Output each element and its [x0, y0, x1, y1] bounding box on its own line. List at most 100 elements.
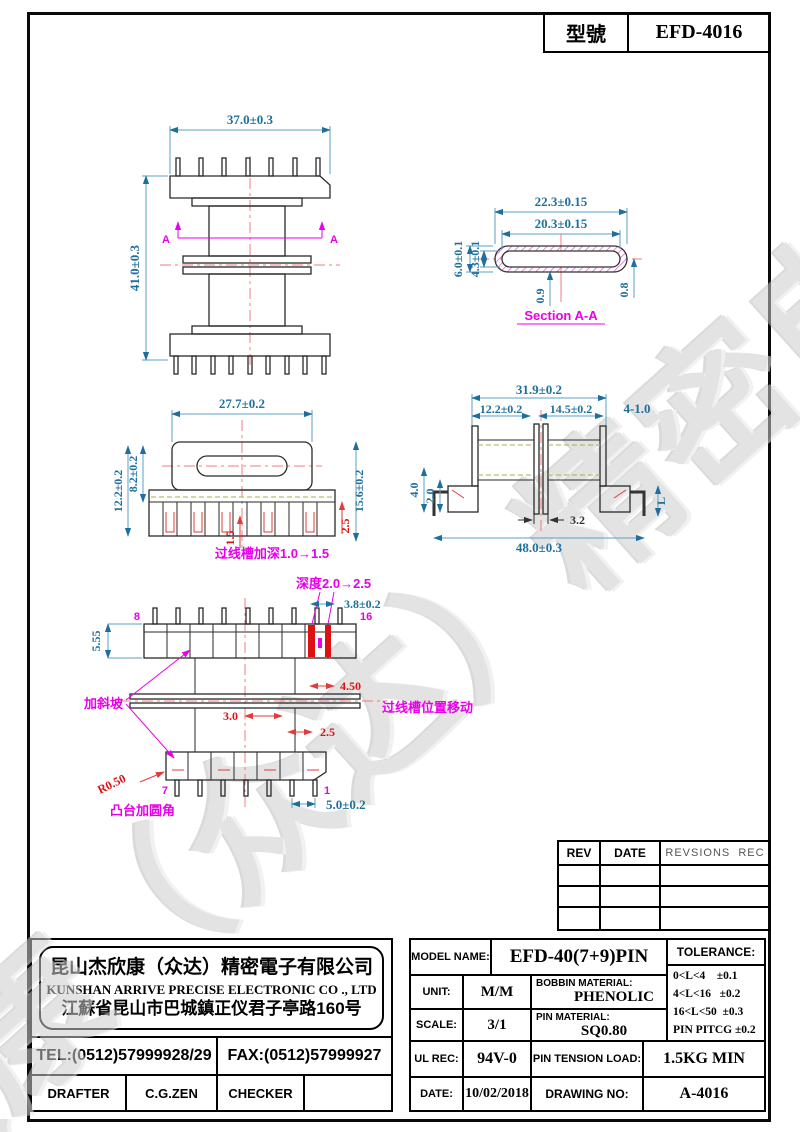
deepened-groove-highlights — [165, 512, 315, 533]
side-left-dim: 12.2±0.2 — [480, 402, 523, 416]
bobbin-material-label: BOBBIN MATERIAL: — [536, 978, 633, 989]
checker-label-cell: CHECKER — [216, 1074, 305, 1112]
rev-cell-empty — [557, 885, 601, 908]
top-view: 27.7±0.2 12.2±0.2 8.2±0.2 15.6±0.2 1.5 — [111, 396, 366, 561]
groove-depth-left-dim: 1.5 — [223, 531, 237, 546]
side-pin-length-dim: L — [654, 497, 668, 505]
unit-label-cell: UNIT: — [409, 974, 464, 1010]
side-right-dim: 14.5±0.2 — [550, 402, 593, 416]
pin-number-1: 1 — [324, 785, 330, 797]
tolerance-row: 16<L<50 ±0.3 — [673, 1006, 744, 1018]
side-total-dim: 48.0±0.3 — [516, 540, 563, 555]
date-cell-empty — [599, 906, 661, 931]
section-inner-width-dim: 20.3±0.15 — [535, 216, 588, 231]
revision-cell-empty — [659, 885, 771, 908]
drafter-label-cell: DRAFTER — [30, 1074, 127, 1112]
revision-cell-empty — [659, 864, 771, 887]
section-caption: Section A-A — [524, 308, 598, 323]
section-outer-height-dim: 6.0±0.1 — [451, 241, 465, 278]
bobbin-material-cell: BOBBIN MATERIAL: PHENOLIC — [530, 974, 668, 1010]
date-label-cell: DATE: — [409, 1076, 464, 1112]
rev-cell-empty — [557, 864, 601, 887]
model-name-label-cell: MODEL NAME: — [409, 938, 492, 976]
deepened-slot-highlight — [308, 625, 315, 657]
side-view: 31.9±0.2 12.2±0.2 14.5±0.2 4-1.0 4.0 2.0 — [407, 382, 668, 555]
scale-label-cell: SCALE: — [409, 1008, 464, 1042]
top-body-outline — [148, 441, 336, 537]
groove-move-note: 过线槽位置移动 — [382, 700, 473, 715]
scale-value-cell: 3/1 — [462, 1008, 532, 1042]
tolerance-row: 4<L<16 ±0.2 — [673, 988, 741, 1000]
date-value-cell: 10/02/2018 — [462, 1076, 532, 1112]
section-label-left: A — [162, 234, 170, 246]
date-cell-empty — [599, 885, 661, 908]
model-label-cell: 型號 — [543, 12, 629, 53]
ul-rec-label-cell: UL REC: — [409, 1040, 464, 1078]
side-center-gap-dim: 3.2 — [570, 513, 585, 527]
pin-view-top-comb — [143, 607, 357, 659]
date-header: DATE — [599, 840, 661, 866]
revisions-header: REVSIONS REC — [659, 840, 771, 866]
tolerance-row: 0<L<4 ±0.1 — [673, 970, 738, 982]
center-dim: 3.0 — [223, 709, 238, 723]
side-step-outer-dim: 4.0 — [407, 483, 421, 498]
company-name-cn: 昆山杰欣康（众达）精密電子有限公司 — [49, 956, 373, 978]
model-name-value-cell: EFD-40(7+9)PIN — [490, 938, 668, 976]
drafter-name-cell: C.G.ZEN — [125, 1074, 218, 1112]
slope-note: 加斜坡 — [83, 696, 124, 711]
pin-material-label: PIN MATERIAL: — [536, 1012, 610, 1023]
pin-view-bottom-comb — [165, 751, 327, 797]
section-cut-marker: A A — [162, 221, 338, 246]
section-label-right: A — [330, 234, 338, 246]
section-inner-height-dim: 4.3±0.1 — [468, 241, 482, 278]
pin-pitch-dim: 5.0±0.2 — [326, 797, 366, 812]
pin-number-7: 7 — [162, 785, 168, 797]
checker-name-cell-empty — [303, 1074, 393, 1112]
rev-header: REV — [557, 840, 601, 866]
groove-offset-dim: 4.50 — [340, 679, 361, 693]
tel-cell: TEL:(0512)57999928/29 — [30, 1036, 218, 1076]
revision-cell-empty — [659, 906, 771, 931]
side-span-dim: 31.9±0.2 — [516, 382, 562, 397]
pin-number-16: 16 — [360, 611, 372, 623]
front-height-dim: 41.0±0.3 — [127, 244, 142, 291]
front-body-outline — [169, 157, 331, 375]
model-number-cell: EFD-4016 — [627, 12, 771, 53]
unit-value-cell: M/M — [462, 974, 532, 1010]
company-block: 昆山杰欣康（众达）精密電子有限公司 KUNSHAN ARRIVE PRECISE… — [30, 938, 393, 1038]
rev-cell-empty — [557, 906, 601, 931]
front-view: 37.0±0.3 41.0±0.3 A — [127, 112, 340, 375]
shift-dim: 2.5 — [320, 725, 335, 739]
section-outer-width-dim: 22.3±0.15 — [535, 194, 588, 209]
top-left-inner-dim: 8.2±0.2 — [126, 456, 140, 493]
deepened-slot-highlight — [325, 625, 331, 657]
radius-dim: R0.50 — [95, 771, 128, 797]
ul-rec-value-cell: 94V-0 — [462, 1040, 532, 1078]
pin-number-8: 8 — [134, 611, 140, 623]
bobbin-material-value: PHENOLIC — [573, 989, 654, 1005]
tolerance-list-cell: 0<L<4 ±0.1 4<L<16 ±0.2 16<L<50 ±0.3 PIN … — [666, 964, 766, 1042]
pin-tension-label-cell: PIN TENSION LOAD: — [530, 1040, 644, 1078]
pin-tension-value-cell: 1.5KG MIN — [642, 1040, 766, 1078]
pin-material-cell: PIN MATERIAL: SQ0.80 — [530, 1008, 668, 1042]
side-step-inner-dim: 2.0 — [423, 489, 437, 504]
pin-material-value: SQ0.80 — [580, 1023, 628, 1039]
top-right-dim: 15.6±0.2 — [352, 470, 366, 513]
top-width-dim: 27.7±0.2 — [219, 396, 265, 411]
section-aa-view: 22.3±0.15 20.3±0.15 6.0±0.1 4.3±0.1 0.9 … — [451, 194, 642, 325]
section-core-outline — [494, 245, 628, 273]
date-cell-empty — [599, 864, 661, 887]
groove-deepen-note: 过线槽加深1.0→1.5 — [215, 546, 329, 561]
section-side-wall-dim: 0.8 — [617, 283, 631, 298]
drawing-no-label-cell: DRAWING NO: — [530, 1076, 644, 1112]
fillet-note: 凸台加圆角 — [110, 803, 175, 818]
depth-change-note: 深度2.0→2.5 — [296, 576, 371, 591]
model-number: EFD-4016 — [655, 21, 743, 43]
company-address: 江蘇省昆山市巴城鎮正仪君子亭路160号 — [61, 999, 362, 1019]
pitch-dim: 3.8±0.2 — [344, 597, 381, 611]
model-label: 型號 — [566, 24, 606, 46]
top-left-outer-dim: 12.2±0.2 — [111, 470, 125, 513]
section-bottom-wall-dim: 0.9 — [533, 289, 547, 304]
comb-height-dim: 5.55 — [89, 631, 103, 652]
front-width-dim: 37.0±0.3 — [227, 112, 274, 127]
